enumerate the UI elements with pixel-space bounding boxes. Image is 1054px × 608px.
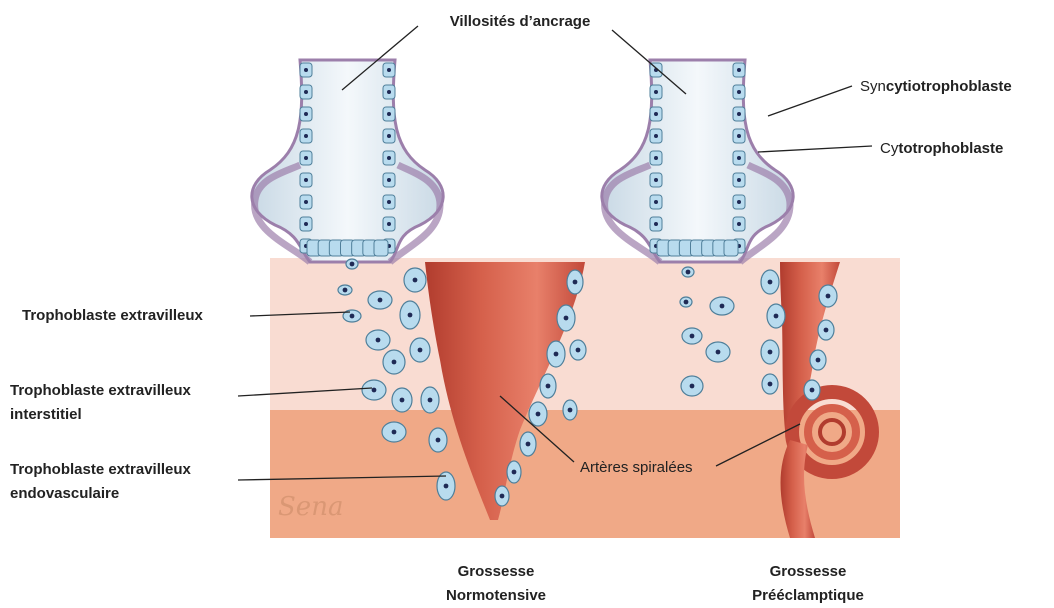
cell-nucleus <box>378 298 383 303</box>
cell-nucleus <box>343 288 348 293</box>
label-cyto-prefix: Cy <box>880 140 898 157</box>
cell-nucleus <box>387 90 391 94</box>
cell-nucleus <box>413 278 418 283</box>
cell-nucleus <box>444 484 449 489</box>
cell-nucleus <box>392 430 397 435</box>
cytotrophoblast-cell <box>374 240 388 256</box>
cell-nucleus <box>690 334 695 339</box>
cell-nucleus <box>737 200 741 204</box>
anchoring-villus-right <box>602 60 793 262</box>
cell-nucleus <box>387 68 391 72</box>
cell-nucleus <box>392 360 397 365</box>
cell-nucleus <box>686 270 691 275</box>
cell-nucleus <box>737 178 741 182</box>
cell-nucleus <box>568 408 573 413</box>
cell-nucleus <box>304 68 308 72</box>
cell-nucleus <box>737 134 741 138</box>
cell-nucleus <box>372 388 377 393</box>
label-normal-2: Normotensive <box>446 586 546 606</box>
label-cytotrophoblast: Cytotrophoblaste <box>880 139 1003 159</box>
cell-nucleus <box>526 442 531 447</box>
label-anchoring-villi: Villosités d’ancrage <box>450 12 591 32</box>
cell-nucleus <box>304 156 308 160</box>
cell-nucleus <box>546 384 551 389</box>
cell-nucleus <box>654 112 658 116</box>
cell-nucleus <box>654 200 658 204</box>
label-preeclampsia-2: Prééclamptique <box>752 586 864 606</box>
cell-nucleus <box>554 352 559 357</box>
cell-nucleus <box>810 388 815 393</box>
cell-nucleus <box>654 156 658 160</box>
cell-nucleus <box>654 90 658 94</box>
cell-nucleus <box>720 304 725 309</box>
cell-nucleus <box>716 350 721 355</box>
cell-nucleus <box>500 494 505 499</box>
cell-nucleus <box>654 178 658 182</box>
label-spiral-arteries: Artères spiralées <box>580 458 693 478</box>
cell-nucleus <box>564 316 569 321</box>
cell-nucleus <box>737 112 741 116</box>
leader-cyto <box>758 146 872 152</box>
cell-nucleus <box>387 134 391 138</box>
cell-nucleus <box>816 358 821 363</box>
cell-nucleus <box>350 262 355 267</box>
label-syncytiotrophoblast: Syncytiotrophoblaste <box>860 77 1012 97</box>
cell-nucleus <box>737 222 741 226</box>
artist-signature: Sena <box>278 492 343 522</box>
cell-nucleus <box>512 470 517 475</box>
label-syncytio-prefix: Syn <box>860 78 886 95</box>
cell-nucleus <box>768 382 773 387</box>
cell-nucleus <box>350 314 355 319</box>
cell-nucleus <box>400 398 405 403</box>
cell-nucleus <box>418 348 423 353</box>
anchoring-villus-left <box>252 60 443 262</box>
cell-nucleus <box>824 328 829 333</box>
cell-nucleus <box>768 280 773 285</box>
cell-nucleus <box>304 134 308 138</box>
cell-nucleus <box>654 134 658 138</box>
cell-nucleus <box>737 68 741 72</box>
cell-nucleus <box>768 350 773 355</box>
cell-nucleus <box>304 222 308 226</box>
cell-nucleus <box>408 313 413 318</box>
leader-syncytio <box>768 86 852 116</box>
cell-nucleus <box>304 200 308 204</box>
label-interstitial-2: interstitiel <box>10 405 82 425</box>
cell-nucleus <box>304 178 308 182</box>
cell-nucleus <box>774 314 779 319</box>
cell-nucleus <box>436 438 441 443</box>
cell-nucleus <box>387 156 391 160</box>
cell-nucleus <box>387 178 391 182</box>
cell-nucleus <box>387 112 391 116</box>
cytotrophoblast-cell <box>724 240 738 256</box>
cell-nucleus <box>684 300 689 305</box>
label-preeclampsia-1: Grossesse <box>770 562 847 582</box>
cell-nucleus <box>576 348 581 353</box>
label-extravillous: Trophoblaste extravilleux <box>22 306 203 326</box>
cell-nucleus <box>654 222 658 226</box>
label-normal-1: Grossesse <box>458 562 535 582</box>
label-interstitial-1: Trophoblaste extravilleux <box>10 381 191 401</box>
cell-nucleus <box>536 412 541 417</box>
cell-nucleus <box>690 384 695 389</box>
label-syncytio-rest: cytiotrophoblaste <box>886 78 1012 95</box>
cell-nucleus <box>387 200 391 204</box>
cell-nucleus <box>737 90 741 94</box>
label-endovascular-1: Trophoblaste extravilleux <box>10 460 191 480</box>
cell-nucleus <box>573 280 578 285</box>
cell-nucleus <box>428 398 433 403</box>
cell-nucleus <box>387 222 391 226</box>
label-endovascular-2: endovasculaire <box>10 484 119 504</box>
cell-nucleus <box>376 338 381 343</box>
cell-nucleus <box>826 294 831 299</box>
cell-nucleus <box>304 90 308 94</box>
label-cyto-rest: totrophoblaste <box>898 140 1003 157</box>
cell-nucleus <box>737 156 741 160</box>
cell-nucleus <box>304 112 308 116</box>
